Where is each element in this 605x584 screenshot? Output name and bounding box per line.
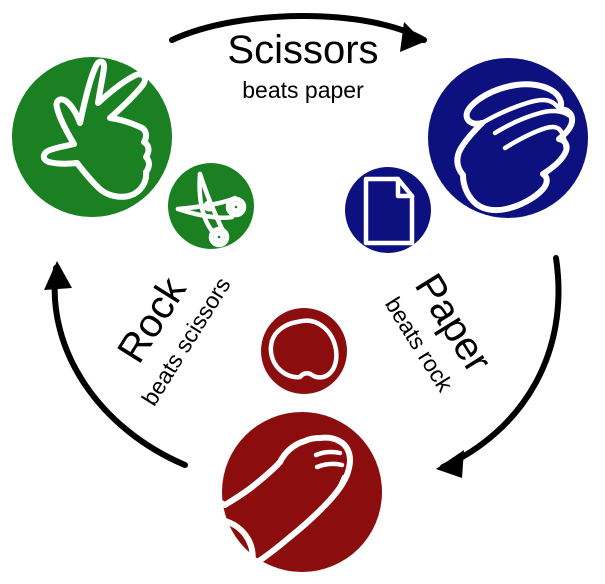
label-paper-beats-rock: Paper beats rock bbox=[380, 266, 500, 396]
arrow-top-path bbox=[169, 13, 427, 43]
document-page-icon bbox=[363, 176, 415, 246]
scissors-tool-circle[interactable] bbox=[168, 163, 254, 249]
arrow-right-path bbox=[440, 255, 562, 470]
scissors-icon bbox=[175, 171, 247, 248]
arrow-left-head bbox=[44, 261, 72, 290]
arrow-rock-to-scissors bbox=[44, 261, 188, 468]
stone-icon bbox=[268, 318, 339, 380]
relation-title-scissors: Scissors bbox=[227, 28, 378, 72]
label-rock-beats-scissors: Rock beats scissors bbox=[109, 269, 235, 410]
arrow-scissors-to-paper bbox=[169, 13, 427, 52]
arrow-left-path bbox=[51, 265, 188, 468]
hand-victory-icon bbox=[40, 58, 152, 200]
rock-stone-circle[interactable] bbox=[261, 308, 347, 394]
relation-subtitle-scissors: beats paper bbox=[242, 77, 364, 103]
arrow-paper-to-rock bbox=[436, 255, 562, 478]
hand-fist-icon bbox=[177, 434, 353, 569]
scissors-hand-circle[interactable] bbox=[12, 57, 172, 217]
hand-flat-icon bbox=[454, 81, 576, 214]
rock-hand-circle[interactable] bbox=[177, 412, 382, 572]
arrow-right-head bbox=[436, 450, 464, 478]
paper-sheet-circle[interactable] bbox=[345, 167, 431, 253]
label-scissors-beats-paper: Scissors beats paper bbox=[227, 28, 378, 103]
arrow-top-head bbox=[400, 22, 424, 52]
paper-hand-circle[interactable] bbox=[428, 58, 588, 218]
